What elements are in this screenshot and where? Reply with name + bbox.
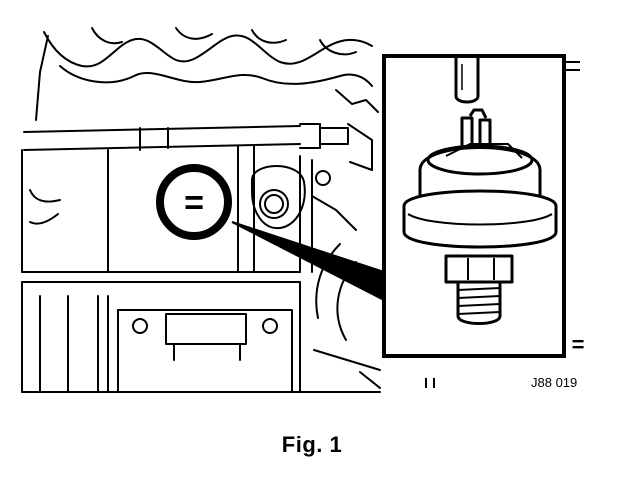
oil-pressure-switch bbox=[402, 108, 558, 325]
inset-marker-symbol: = bbox=[572, 332, 585, 357]
base-ticks bbox=[425, 378, 435, 388]
figure-reference-code: J88 019 bbox=[531, 375, 577, 390]
inset-detail bbox=[382, 54, 566, 358]
callout-symbol: = bbox=[184, 184, 204, 222]
engine-block-drawing bbox=[21, 27, 381, 393]
figure-caption: Fig. 1 bbox=[281, 432, 343, 457]
component-location-callout: = bbox=[156, 164, 232, 240]
inset-edge-tick bbox=[566, 61, 580, 71]
